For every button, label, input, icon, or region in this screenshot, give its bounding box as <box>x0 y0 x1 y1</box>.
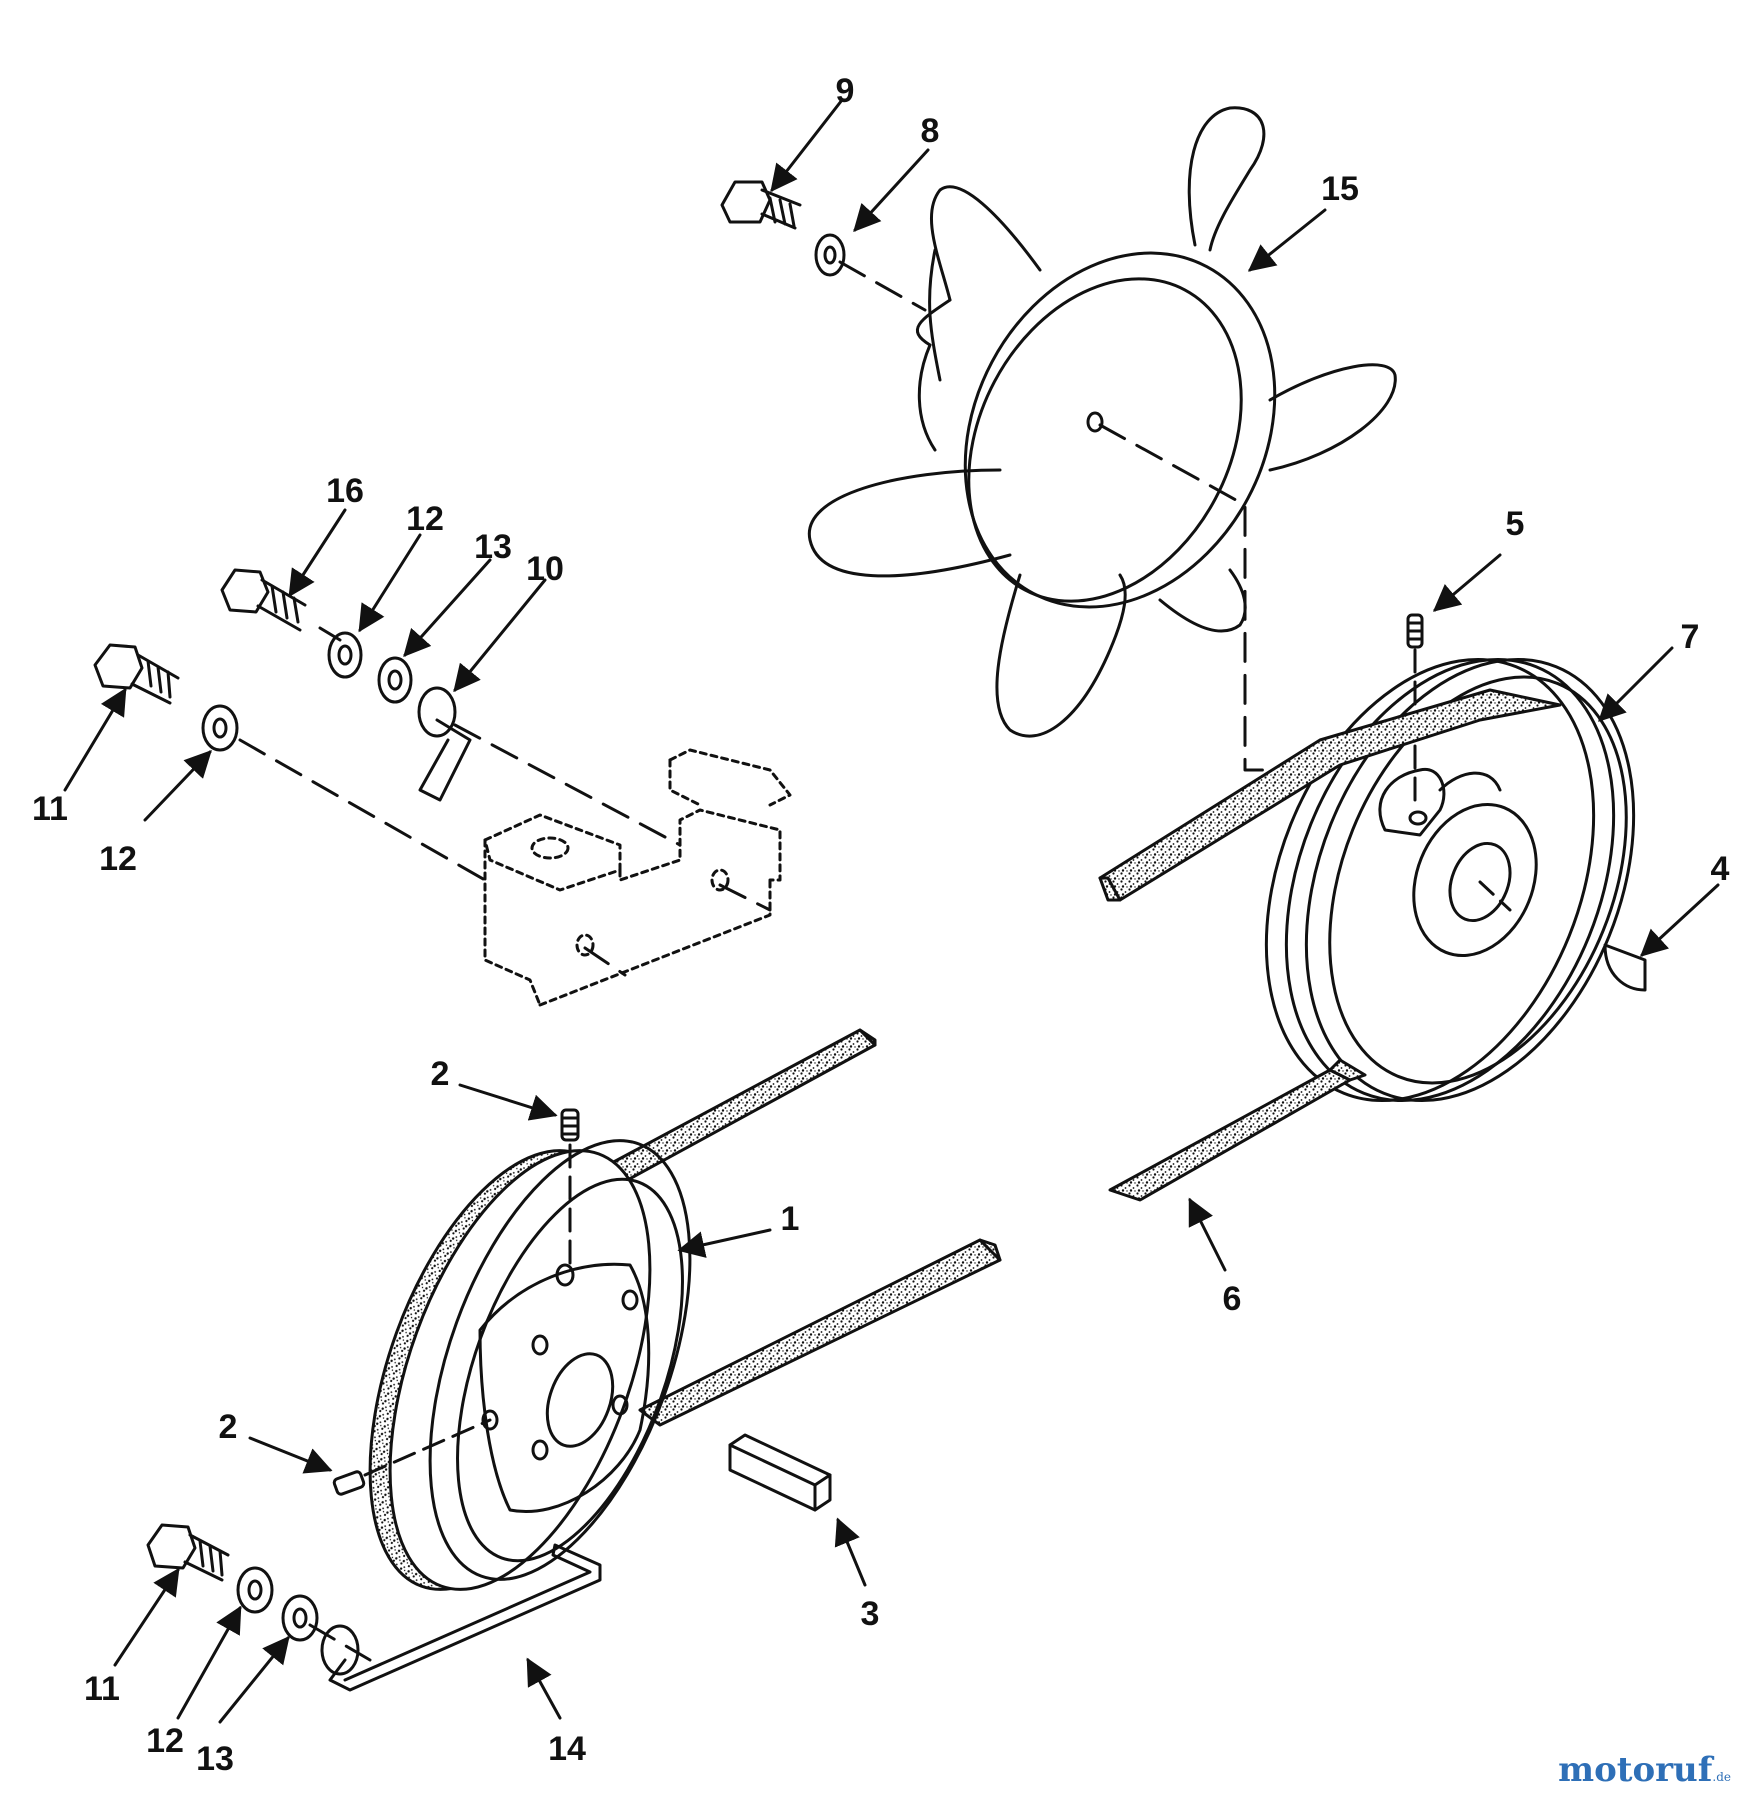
brand-name: motoruf <box>1558 1750 1713 1790</box>
callout-5: 5 <box>1506 505 1525 543</box>
mount-bracket <box>483 748 792 1007</box>
callout-6: 6 <box>1223 1280 1242 1318</box>
bracket-bolt-part <box>220 568 307 632</box>
callout-16: 16 <box>326 472 364 510</box>
bracket-axis-line <box>718 883 772 912</box>
washer-part <box>377 656 413 704</box>
washer-part <box>327 631 363 679</box>
right-pulley-part <box>1264 657 1636 1103</box>
washer-part <box>201 704 239 752</box>
fan-part <box>807 106 1397 738</box>
fan-blade <box>917 343 937 452</box>
brand-suffix: .de <box>1712 1770 1731 1784</box>
fan-center-hole <box>1086 411 1104 433</box>
callout-2: 2 <box>431 1055 450 1093</box>
fan-axis-line <box>1098 423 1292 772</box>
washer-part <box>236 1566 274 1614</box>
callout-12: 12 <box>99 840 137 878</box>
callout-11: 11 <box>32 790 68 828</box>
bracket-axis-line <box>238 738 487 882</box>
callout-3: 3 <box>861 1595 880 1633</box>
bracket-axis-line <box>583 946 627 977</box>
bracket-axis-line <box>318 626 342 642</box>
fan-blade <box>928 248 942 382</box>
fan-blade <box>929 185 1042 302</box>
callout-12: 12 <box>146 1722 184 1760</box>
bolt-part <box>93 643 180 705</box>
callout-14: 14 <box>548 1730 586 1768</box>
washer-part <box>281 1594 319 1642</box>
callout-13: 13 <box>196 1740 234 1778</box>
callout-12: 12 <box>406 500 444 538</box>
bolt-part <box>146 1523 230 1582</box>
fan-bolt-part <box>720 180 802 230</box>
fan-hub-ring-inner <box>967 277 1243 603</box>
fan-blade <box>1158 568 1247 633</box>
spring-clip-part <box>417 686 472 802</box>
screw-axis-line <box>363 1418 492 1477</box>
rod-part <box>320 1543 602 1692</box>
callout-7: 7 <box>1681 618 1700 656</box>
callout-10: 10 <box>526 550 564 588</box>
callout-2: 2 <box>219 1408 238 1446</box>
bracket-axis-line <box>453 723 682 847</box>
brand-logo: motoruf.de <box>1558 1750 1731 1790</box>
set-screw-part <box>560 1108 580 1142</box>
woodruff-key-part <box>1603 943 1647 992</box>
callout-1: 1 <box>781 1200 800 1238</box>
square-key-part <box>728 1433 832 1512</box>
callout-8: 8 <box>921 112 940 150</box>
fan-blade <box>807 468 1012 578</box>
set-screw-part <box>332 1470 366 1496</box>
callout-11: 11 <box>84 1670 120 1708</box>
callout-9: 9 <box>836 72 855 110</box>
fan-blade <box>995 573 1127 738</box>
fan-axis-line <box>838 260 927 312</box>
callout-labels: 9 8 15 16 12 13 10 11 12 5 7 4 2 1 2 6 3… <box>32 72 1730 1778</box>
fan-blade <box>1268 363 1397 472</box>
callout-15: 15 <box>1321 170 1359 208</box>
fan-blade <box>1187 106 1266 252</box>
drive-belt-part <box>578 688 1562 1427</box>
callout-13: 13 <box>474 528 512 566</box>
left-pulley-part <box>368 1139 692 1591</box>
fan-washer-part <box>814 233 846 277</box>
callout-4: 4 <box>1711 850 1730 888</box>
leader-lines <box>63 98 1720 1724</box>
set-screw-part <box>1406 613 1424 649</box>
fan-blade <box>916 298 952 347</box>
rod-axis-line <box>308 1623 372 1662</box>
